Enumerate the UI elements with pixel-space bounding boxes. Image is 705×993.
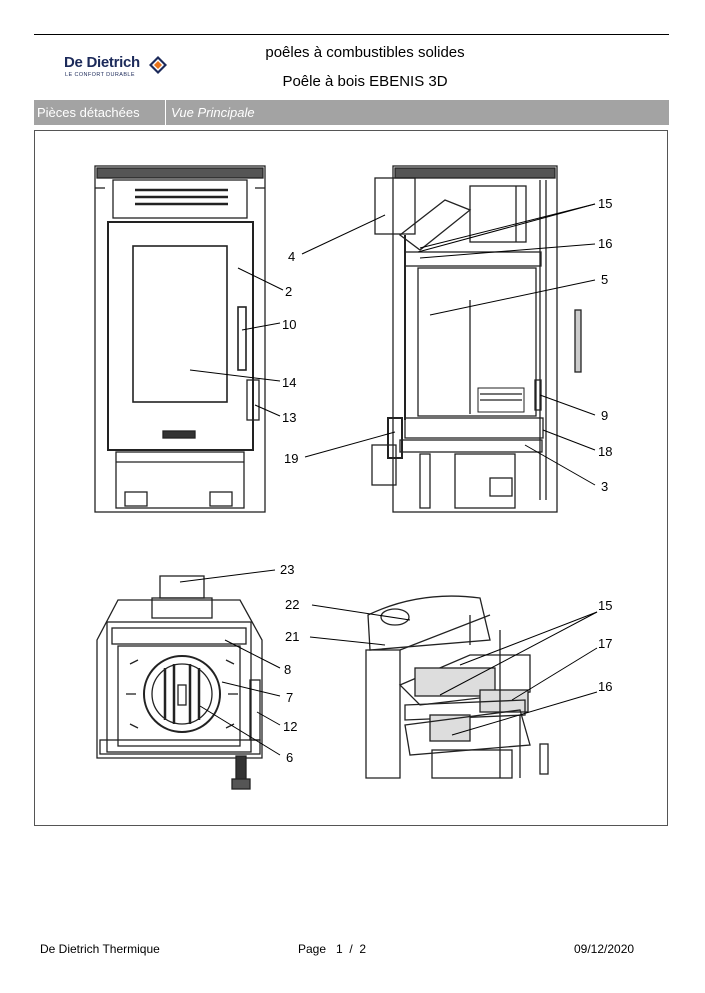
callout-18: 18 (598, 444, 612, 459)
callout-22: 22 (285, 597, 299, 612)
callout-16-top: 16 (598, 236, 612, 251)
callout-15-bottom: 15 (598, 598, 612, 613)
callout-4: 4 (288, 249, 295, 264)
section-bar: Pièces détachées Vue Principale (34, 100, 669, 125)
footer-date: 09/12/2020 (574, 942, 635, 956)
rear-view (96, 575, 263, 790)
callout-7: 7 (286, 690, 293, 705)
callout-10: 10 (282, 317, 296, 332)
callout-6: 6 (286, 750, 293, 765)
callout-8: 8 (284, 662, 291, 677)
footer-page-total: 2 (359, 942, 367, 956)
footer-page-number: 1 (336, 942, 343, 956)
footer-company: De Dietrich Thermique (40, 942, 160, 956)
callout-16-bottom: 16 (598, 679, 612, 694)
callout-21: 21 (285, 629, 299, 644)
callout-14: 14 (282, 375, 296, 390)
header-rule (34, 34, 669, 35)
callout-2: 2 (285, 284, 292, 299)
footer-page-separator: / (349, 942, 353, 956)
callout-17: 17 (598, 636, 612, 651)
callout-9: 9 (601, 408, 608, 423)
exploded-upper-view (365, 595, 549, 779)
section-view: Vue Principale (171, 105, 255, 120)
callout-3: 3 (601, 479, 608, 494)
side-view (371, 165, 582, 513)
callout-13: 13 (282, 410, 296, 425)
footer-page-label: Page (298, 942, 327, 956)
callout-19: 19 (284, 451, 298, 466)
document-category: poêles à combustibles solides (265, 44, 465, 61)
drawing-frame (34, 130, 668, 826)
callout-15-top: 15 (598, 196, 612, 211)
brand-diamond-icon (149, 56, 167, 74)
leader-lines (179, 203, 598, 756)
callout-12: 12 (283, 719, 297, 734)
callout-5: 5 (601, 272, 608, 287)
brand-tagline: LE CONFORT DURABLE (65, 72, 135, 78)
callout-23: 23 (280, 562, 294, 577)
front-view (94, 165, 266, 513)
footer-page: Page 1 / 2 (298, 942, 366, 956)
brand-name: De Dietrich (64, 54, 140, 71)
brand-logo: De Dietrich LE CONFORT DURABLE (64, 54, 174, 84)
section-tab: Pièces détachées (34, 100, 166, 125)
document-title: Poêle à bois EBENIS 3D (282, 73, 448, 90)
